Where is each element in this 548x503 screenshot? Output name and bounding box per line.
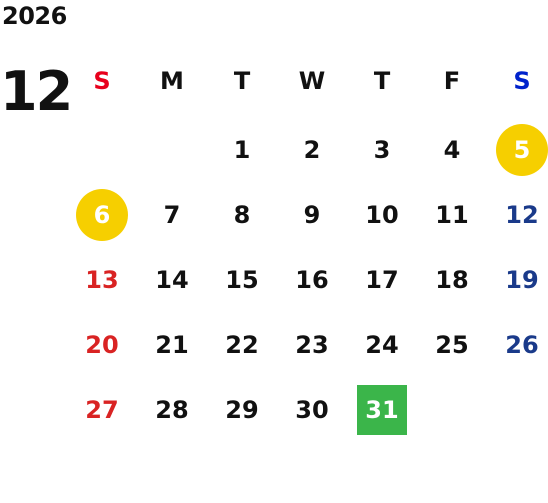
day-number: 27 [85,396,119,424]
day-number: 5 [513,136,531,164]
day-cell[interactable]: 6 [72,189,132,241]
day-cell[interactable]: 13 [72,255,132,305]
day-number: 2 [303,136,321,164]
weekday-tuesday: T [233,67,251,95]
day-cell[interactable]: 23 [282,320,342,370]
day-number: 30 [295,396,329,424]
day-number: 15 [225,266,259,294]
day-number: 4 [443,136,461,164]
day-number: 22 [225,331,259,359]
day-cell[interactable]: 12 [492,190,548,240]
day-cell[interactable]: 9 [282,190,342,240]
day-number: 17 [365,266,399,294]
day-cell[interactable]: 14 [142,255,202,305]
day-cell[interactable]: 17 [352,255,412,305]
day-number: 19 [505,266,539,294]
day-number: 16 [295,266,329,294]
day-number: 29 [225,396,259,424]
day-number: 6 [93,201,111,229]
year-label: 2026 [2,2,67,30]
month-label: 12 [0,60,73,123]
weekday-wednesday: W [298,67,326,95]
day-number: 25 [435,331,469,359]
day-number: 28 [155,396,189,424]
day-cell[interactable]: 22 [212,320,272,370]
day-number: 3 [373,136,391,164]
weekday-friday: F [443,67,461,95]
day-number: 8 [233,201,251,229]
day-cell[interactable]: 19 [492,255,548,305]
day-cell[interactable]: 29 [212,385,272,435]
day-cell[interactable]: 11 [422,190,482,240]
day-number: 31 [365,396,399,424]
day-cell[interactable]: 31 [352,385,412,435]
day-cell[interactable]: 25 [422,320,482,370]
day-cell[interactable]: 24 [352,320,412,370]
weekday-thursday: T [373,67,391,95]
day-number: 11 [435,201,469,229]
day-number: 9 [303,201,321,229]
day-cell[interactable]: 8 [212,190,272,240]
weekday-monday: M [160,67,184,95]
day-number: 14 [155,266,189,294]
day-cell[interactable]: 3 [352,125,412,175]
day-cell[interactable]: 26 [492,320,548,370]
day-cell[interactable]: 4 [422,125,482,175]
day-cell[interactable]: 10 [352,190,412,240]
day-cell[interactable]: 2 [282,125,342,175]
day-cell[interactable]: 28 [142,385,202,435]
day-number: 7 [163,201,181,229]
weekday-sunday: S [93,67,111,95]
day-cell[interactable]: 18 [422,255,482,305]
day-number: 18 [435,266,469,294]
day-cell[interactable]: 30 [282,385,342,435]
day-number: 10 [365,201,399,229]
day-number: 20 [85,331,119,359]
day-cell[interactable]: 20 [72,320,132,370]
day-cell[interactable]: 1 [212,125,272,175]
day-cell[interactable]: 16 [282,255,342,305]
day-cell[interactable]: 5 [492,124,548,176]
day-cell[interactable]: 27 [72,385,132,435]
day-number: 26 [505,331,539,359]
day-number: 1 [233,136,251,164]
day-number: 24 [365,331,399,359]
day-number: 23 [295,331,329,359]
day-cell[interactable]: 15 [212,255,272,305]
day-number: 12 [505,201,539,229]
day-number: 13 [85,266,119,294]
day-cell[interactable]: 21 [142,320,202,370]
weekday-saturday: S [513,67,531,95]
day-cell[interactable]: 7 [142,190,202,240]
day-number: 21 [155,331,189,359]
